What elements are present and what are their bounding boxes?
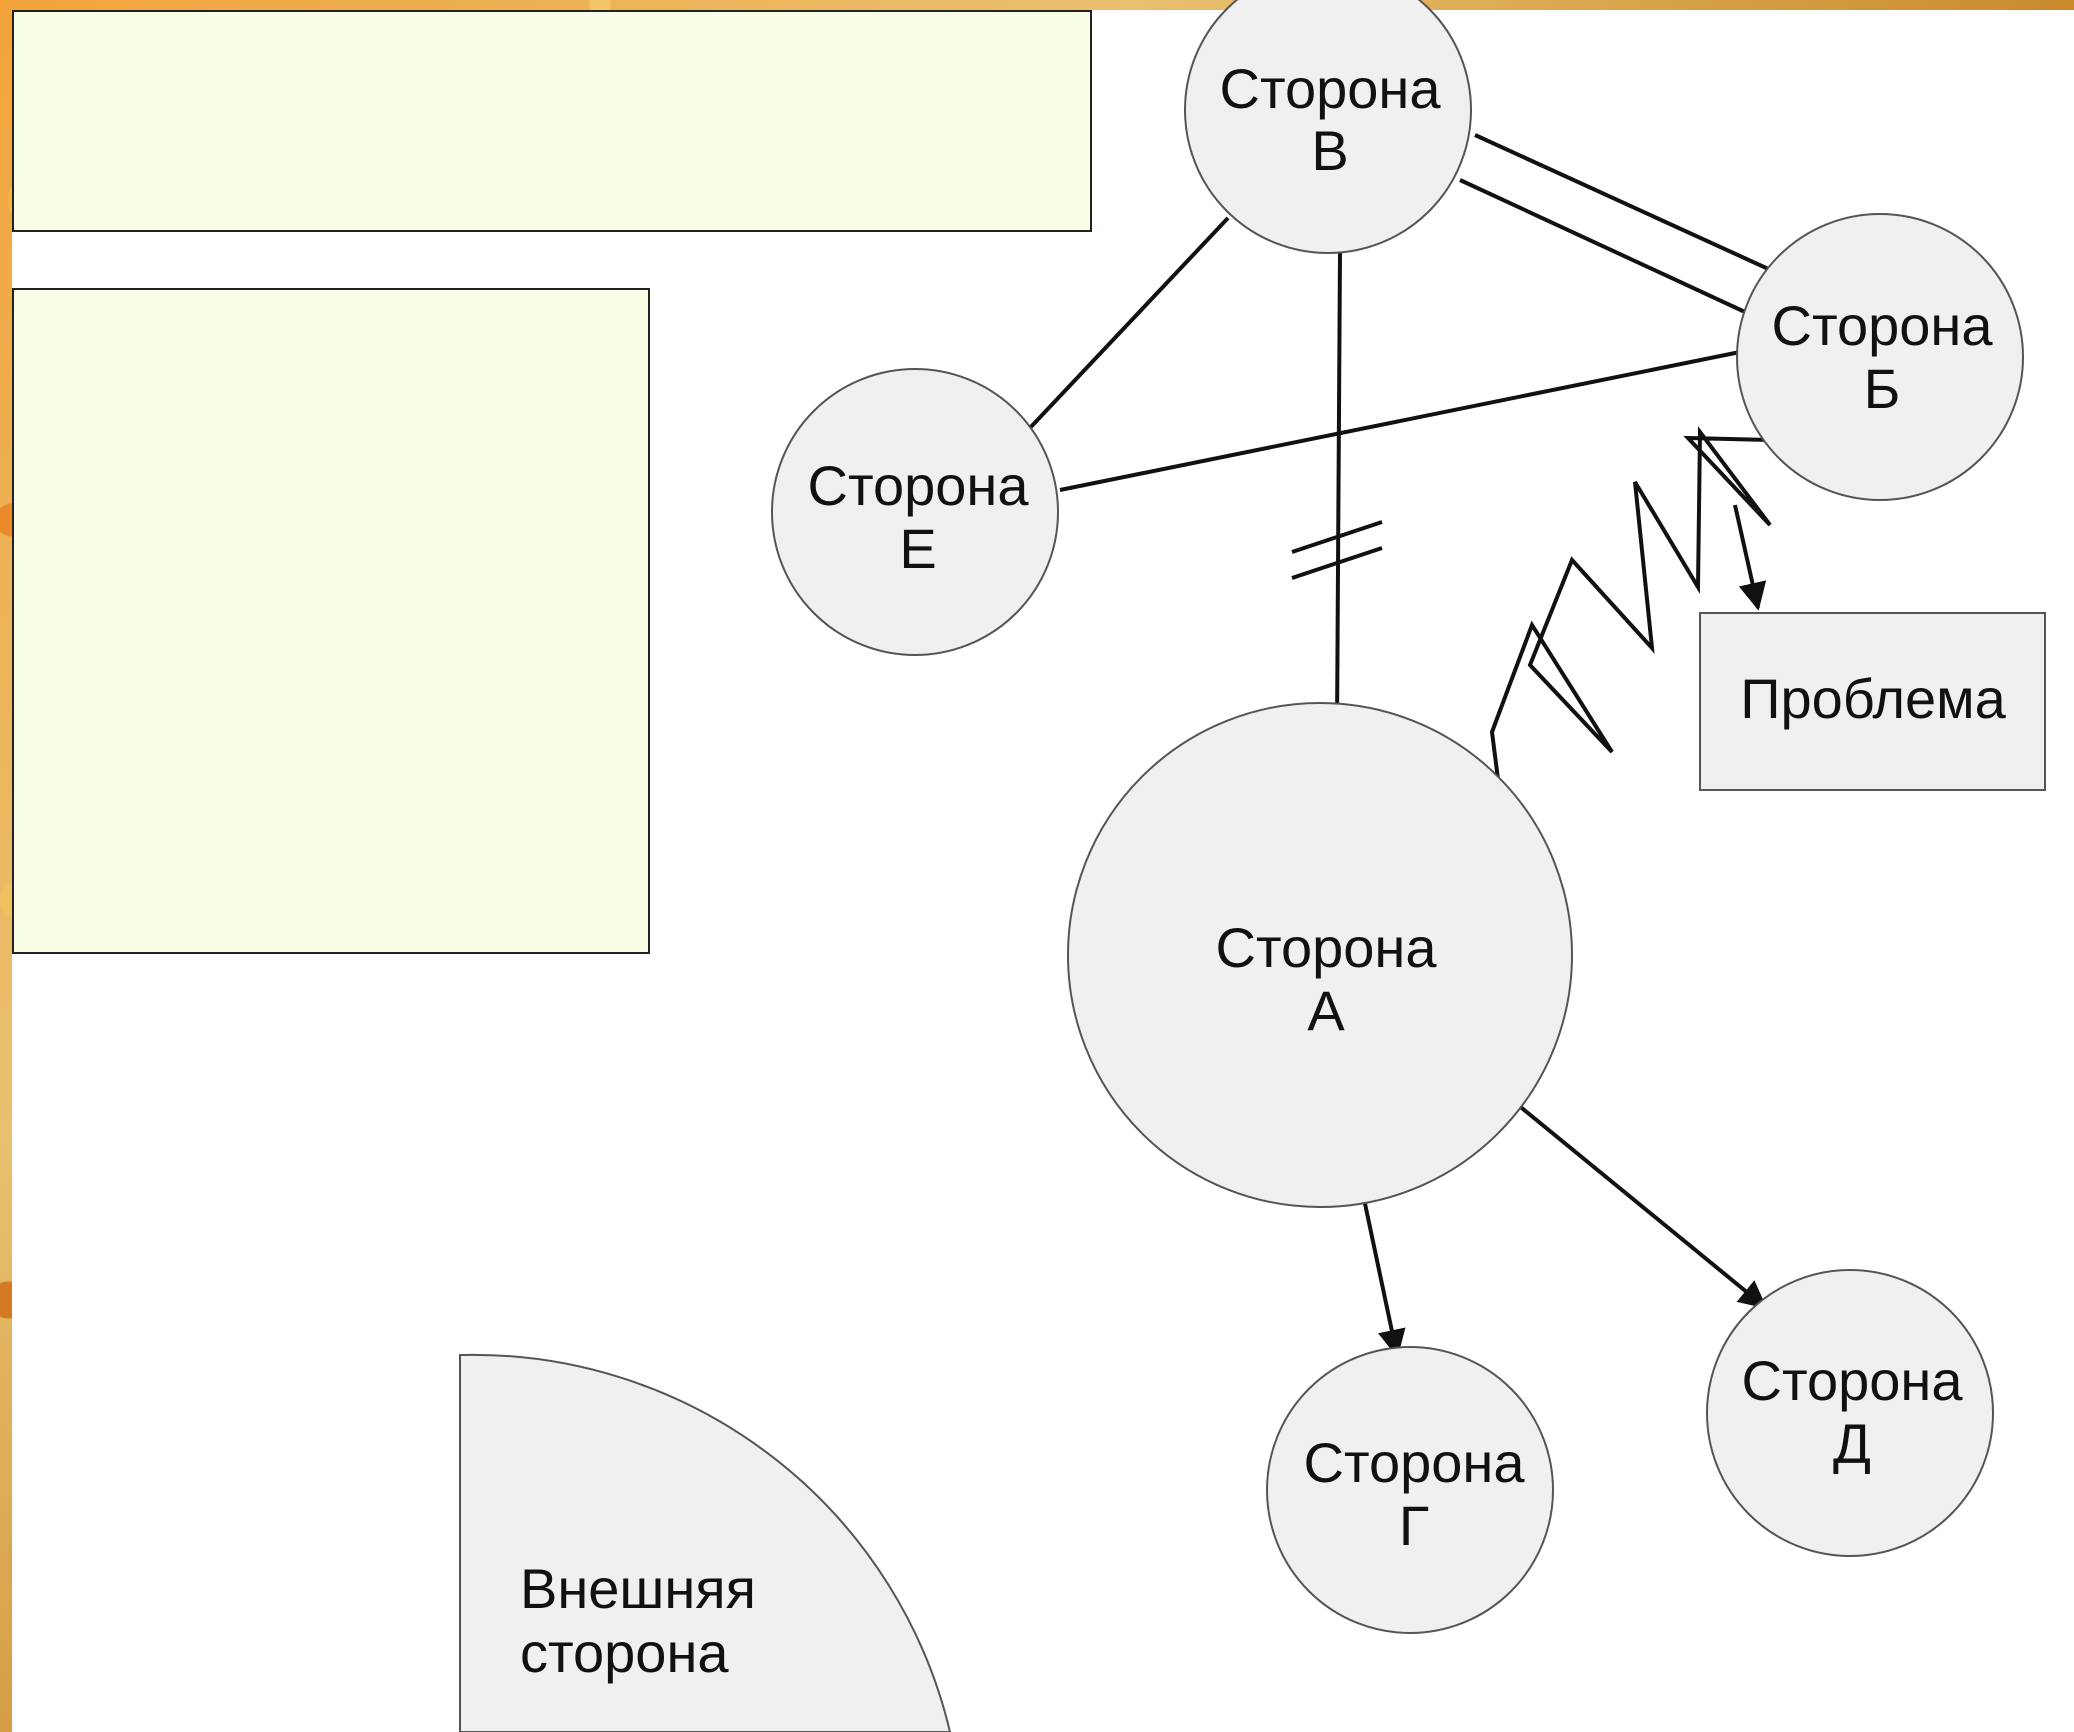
- edge-v-b-inner: [1459, 178, 1746, 314]
- edge-e-b: [1059, 350, 1741, 492]
- node-side-d: Сторона Д: [1706, 1269, 1994, 1557]
- problem-label: Проблема: [1740, 667, 2006, 730]
- node-external: Внешняя сторона: [459, 1353, 952, 1732]
- node-side-a-line2: А: [1307, 979, 1345, 1042]
- node-side-g-line2: Г: [1399, 1494, 1429, 1557]
- problem-box: Проблема: [1699, 612, 2046, 791]
- edges: [1026, 133, 1776, 1358]
- node-side-d-line2: Д: [1833, 1412, 1871, 1475]
- edge-v-e: [1026, 216, 1230, 432]
- node-side-e-line1: Сторона: [808, 454, 1030, 517]
- arrow-a-g: [1358, 1179, 1406, 1358]
- arrow-b-problem: [1733, 504, 1767, 611]
- top-text-box: [12, 10, 1092, 232]
- middle-text-box: [12, 288, 650, 954]
- break-mark: [1291, 520, 1383, 580]
- node-side-a: Сторона А: [1067, 702, 1573, 1208]
- node-side-b-line1: Сторона: [1772, 294, 1994, 357]
- node-side-g: Сторона Г: [1266, 1346, 1554, 1634]
- node-side-g-line1: Сторона: [1304, 1431, 1526, 1494]
- edge-a-b-conflict-zigzag: [1489, 426, 1772, 796]
- node-side-b: Сторона Б: [1736, 213, 2024, 501]
- arrow-a-d: [1510, 1098, 1768, 1309]
- node-side-a-line1: Сторона: [1216, 916, 1438, 979]
- slide-canvas: [12, 10, 2074, 1732]
- edge-v-b-outer: [1474, 133, 1776, 274]
- node-external-line1: Внешняя: [520, 1557, 756, 1620]
- edge-v-a: [1335, 251, 1342, 729]
- node-side-v-line1: Сторона: [1220, 57, 1442, 120]
- node-side-b-line2: Б: [1864, 357, 1901, 420]
- node-external-line2: сторона: [520, 1621, 729, 1684]
- node-side-e-line2: Е: [899, 517, 936, 580]
- node-side-d-line1: Сторона: [1742, 1349, 1964, 1412]
- node-side-e: Сторона Е: [771, 368, 1059, 656]
- node-side-v: Сторона В: [1184, 0, 1472, 254]
- node-side-v-line2: В: [1311, 119, 1348, 182]
